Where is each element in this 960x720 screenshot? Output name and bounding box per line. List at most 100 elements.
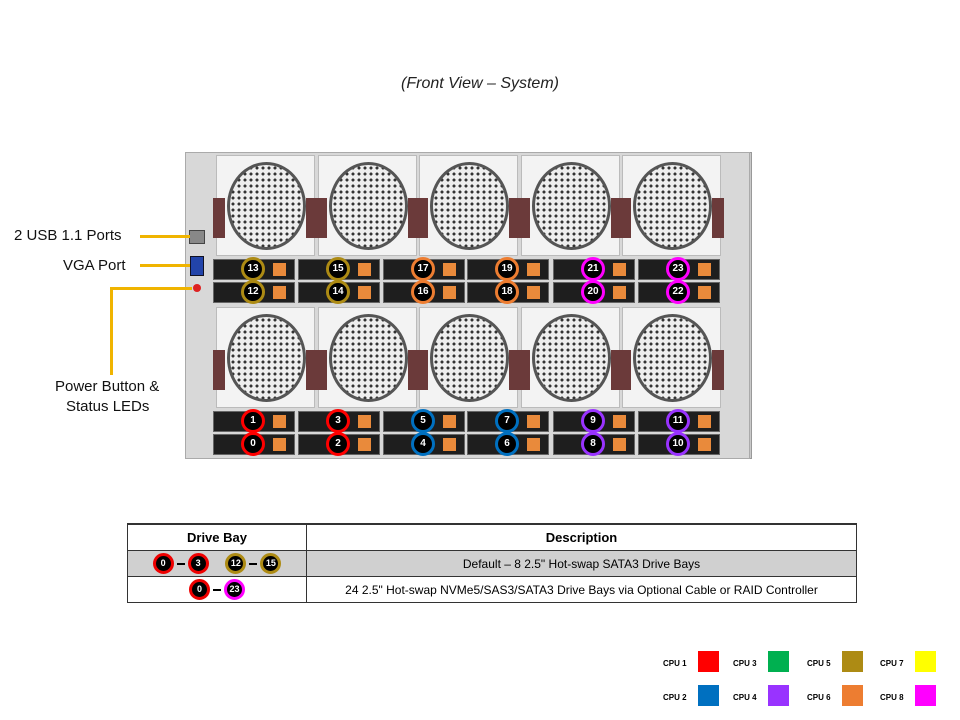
drive-number-badge: 15 xyxy=(326,257,350,281)
table-row: 0 23 24 2.5" Hot-swap NVMe5/SAS3/SATA3 Dr… xyxy=(127,576,857,603)
drive-latch[interactable] xyxy=(613,286,626,299)
fan-module xyxy=(213,155,318,256)
drive-badge: 15 xyxy=(260,553,282,574)
fan-module xyxy=(517,155,623,256)
fan-handle xyxy=(517,198,530,238)
fan-grill xyxy=(328,162,408,250)
fan-handle xyxy=(416,350,428,390)
header-description: Description xyxy=(306,523,857,551)
fan-grill xyxy=(227,314,306,402)
legend-swatch xyxy=(915,651,936,672)
drive-latch[interactable] xyxy=(443,286,456,299)
drive-badge: 0 xyxy=(189,579,210,600)
fan-handle xyxy=(213,350,225,390)
drive-number-badge: 5 xyxy=(411,409,435,433)
drive-number-badge: 13 xyxy=(241,257,265,281)
drive-number-badge: 9 xyxy=(581,409,605,433)
drive-latch[interactable] xyxy=(358,438,371,451)
legend-label: CPU 5 xyxy=(807,659,831,668)
drive-latch[interactable] xyxy=(613,415,626,428)
power-callout-label: Power Button & xyxy=(55,378,160,395)
fan-grill xyxy=(633,162,712,250)
drive-latch[interactable] xyxy=(698,438,711,451)
drive-number-badge: 6 xyxy=(495,432,519,456)
drive-latch[interactable] xyxy=(698,263,711,276)
drive-badge: 0 xyxy=(152,553,174,574)
drive-latch[interactable] xyxy=(527,438,540,451)
drive-latch[interactable] xyxy=(358,415,371,428)
power-callout-line-h xyxy=(110,287,192,290)
legend-swatch xyxy=(768,685,789,706)
drive-number-badge: 16 xyxy=(411,280,435,304)
drive-latch[interactable] xyxy=(698,286,711,299)
drive-number-badge: 19 xyxy=(495,257,519,281)
usb-ports xyxy=(189,230,205,244)
drive-latch[interactable] xyxy=(613,263,626,276)
drive-latch[interactable] xyxy=(273,415,286,428)
drive-badge: 23 xyxy=(224,579,245,600)
vga-callout-label: VGA Port xyxy=(63,257,126,274)
power-button xyxy=(193,284,201,292)
figure-caption: (Front View – System) xyxy=(401,75,559,92)
drive-latch[interactable] xyxy=(443,415,456,428)
legend-label: CPU 4 xyxy=(733,693,757,702)
legend-label: CPU 2 xyxy=(663,693,687,702)
legend-label: CPU 1 xyxy=(663,659,687,668)
drive-latch[interactable] xyxy=(698,415,711,428)
legend-swatch xyxy=(698,651,719,672)
drive-latch[interactable] xyxy=(273,286,286,299)
fan-handle xyxy=(314,198,327,238)
drive-number-badge: 12 xyxy=(241,280,265,304)
fan-module xyxy=(314,155,420,256)
drive-number-badge: 17 xyxy=(411,257,435,281)
fan-handle xyxy=(619,350,631,390)
drive-latch[interactable] xyxy=(527,415,540,428)
fan-handle xyxy=(314,350,327,390)
power-callout-line-v xyxy=(110,287,113,375)
table-header: Drive Bay Description xyxy=(127,523,857,551)
drive-latch[interactable] xyxy=(443,263,456,276)
drive-number-badge: 7 xyxy=(495,409,519,433)
drive-number-badge: 14 xyxy=(326,280,350,304)
legend-swatch xyxy=(842,685,863,706)
header-drive-bay: Drive Bay xyxy=(127,523,307,551)
legend-label: CPU 7 xyxy=(880,659,904,668)
legend-label: CPU 3 xyxy=(733,659,757,668)
vga-port xyxy=(190,256,204,276)
description-cell: 24 2.5" Hot-swap NVMe5/SAS3/SATA3 Drive … xyxy=(306,576,857,603)
drive-number-badge: 23 xyxy=(666,257,690,281)
drive-latch[interactable] xyxy=(527,286,540,299)
drive-latch[interactable] xyxy=(527,263,540,276)
fan-module xyxy=(416,307,521,408)
drive-latch[interactable] xyxy=(358,286,371,299)
drive-badge: 12 xyxy=(225,553,247,574)
drive-number-badge: 1 xyxy=(241,409,265,433)
fan-grill xyxy=(227,162,306,250)
fan-module xyxy=(619,155,724,256)
drive-bay-cell: 0 23 xyxy=(127,576,307,603)
fan-handle xyxy=(712,198,724,238)
drive-number-badge: 11 xyxy=(666,409,690,433)
legend-swatch xyxy=(915,685,936,706)
power-callout-label-2: Status LEDs xyxy=(66,398,150,415)
drive-latch[interactable] xyxy=(273,438,286,451)
fan-grill xyxy=(633,314,712,402)
drive-number-badge: 2 xyxy=(326,432,350,456)
fan-handle xyxy=(213,198,225,238)
fan-handle xyxy=(517,350,530,390)
legend-label: CPU 6 xyxy=(807,693,831,702)
fan-handle xyxy=(416,198,428,238)
drive-latch[interactable] xyxy=(273,263,286,276)
drive-latch[interactable] xyxy=(358,263,371,276)
fan-module xyxy=(213,307,318,408)
drive-number-badge: 3 xyxy=(326,409,350,433)
drive-latch[interactable] xyxy=(613,438,626,451)
legend-swatch xyxy=(842,651,863,672)
drive-latch[interactable] xyxy=(443,438,456,451)
fan-module xyxy=(517,307,623,408)
fan-grill xyxy=(430,162,509,250)
fan-module xyxy=(314,307,420,408)
